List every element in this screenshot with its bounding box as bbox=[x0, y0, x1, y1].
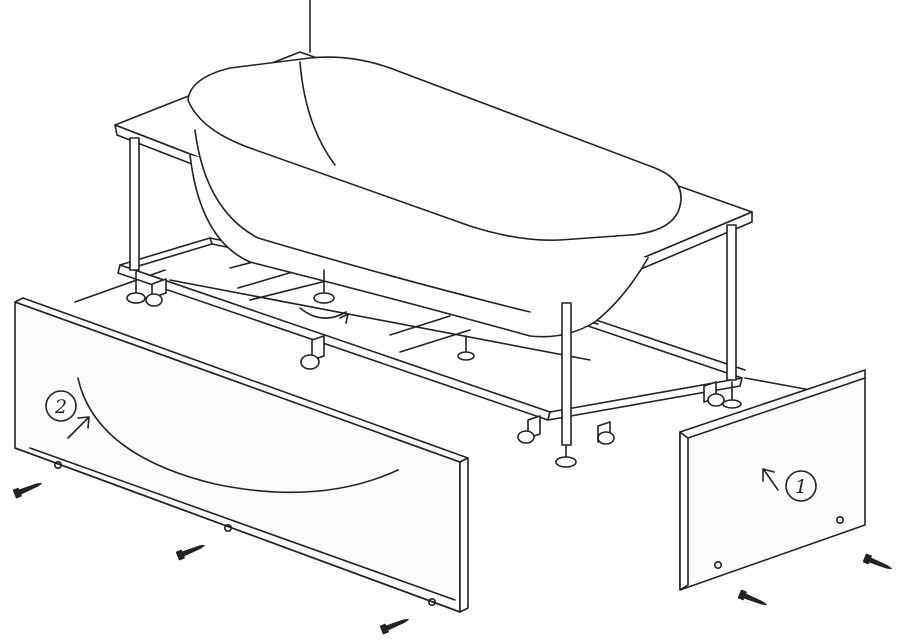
front-panel bbox=[14, 297, 469, 613]
screws bbox=[12, 482, 892, 635]
foot-front-center bbox=[300, 335, 325, 370]
step-2-label: 2 bbox=[54, 396, 67, 418]
bathtub bbox=[114, 51, 753, 338]
step-2-circle bbox=[45, 390, 77, 422]
arrow-icon bbox=[67, 416, 90, 439]
frame-front bbox=[117, 264, 743, 421]
screw-icon bbox=[737, 589, 767, 606]
foot-rear-center bbox=[299, 269, 349, 324]
foot-front-corner bbox=[555, 421, 615, 468]
screw-icon bbox=[379, 618, 409, 635]
foot-left bbox=[126, 271, 167, 307]
support-posts bbox=[129, 137, 737, 446]
step-1-label: 1 bbox=[795, 476, 807, 498]
foot-rear-right bbox=[457, 335, 475, 361]
adjustable-feet bbox=[126, 269, 742, 468]
direction-arrows bbox=[67, 416, 779, 491]
foot-front-mid bbox=[517, 415, 541, 444]
screw-icon bbox=[12, 482, 42, 499]
step-1-circle bbox=[785, 470, 817, 502]
screw-icon bbox=[175, 544, 205, 561]
screw-icon bbox=[862, 553, 892, 570]
side-panel bbox=[679, 369, 866, 591]
foot-right bbox=[703, 381, 742, 409]
arrow-icon bbox=[762, 468, 779, 491]
